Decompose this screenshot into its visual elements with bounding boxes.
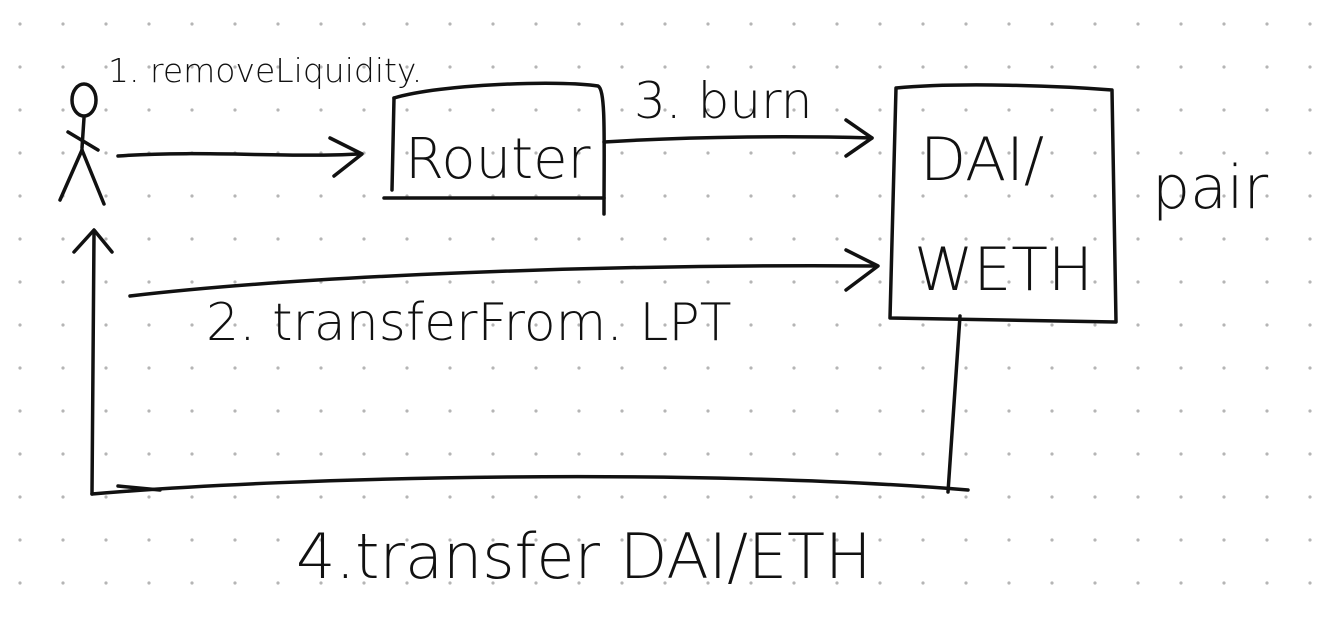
arrow-step2-transfer-from <box>128 248 880 298</box>
pair-label-line1: DAI/ <box>920 125 1044 195</box>
arrow-step3-burn <box>602 118 874 158</box>
router-box <box>382 81 606 216</box>
pair-label-line2: WETH <box>914 235 1093 305</box>
dot-grid-background <box>18 22 1312 585</box>
step4-label: 4.transfer DAI/ETH <box>296 520 872 593</box>
arrow-step1-remove-liquidity <box>116 136 364 178</box>
router-label: Router <box>405 127 591 192</box>
arrow-step4-transfer-tokens <box>72 228 970 496</box>
step2-label: 2. transferFrom. LPT <box>206 293 731 353</box>
step1-label: 1. removeLiquidity. <box>108 51 422 90</box>
step3-label: 3. burn <box>634 72 812 130</box>
stick-figure-icon <box>58 82 106 206</box>
pair-box <box>888 83 1118 324</box>
pair-side-label: pair <box>1152 153 1269 223</box>
